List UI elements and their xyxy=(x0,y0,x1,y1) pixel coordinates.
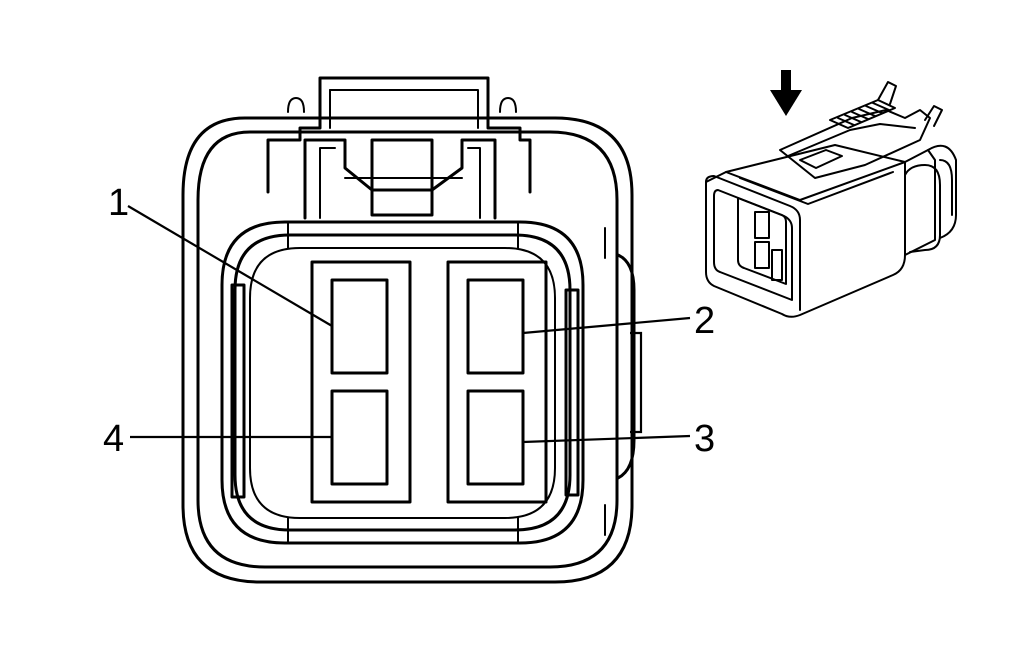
iso-terminal-lower xyxy=(754,241,770,269)
iso-rear-seal xyxy=(927,144,957,239)
iso-front-cavity xyxy=(737,197,787,285)
housing-inner-rim xyxy=(196,130,619,569)
seal-outer xyxy=(220,220,585,545)
terminal-cavity-4 xyxy=(330,389,389,486)
callouts: 1 4 2 3 xyxy=(103,182,715,460)
cavity-block-left xyxy=(310,260,412,504)
arrow-down-icon xyxy=(770,70,802,116)
iso-terminal-upper xyxy=(754,211,770,239)
left-rail xyxy=(230,283,246,499)
outer-housing xyxy=(181,116,634,584)
leader-line-3 xyxy=(522,434,691,444)
iso-lock-grip xyxy=(829,99,896,129)
terminal-cavity-1 xyxy=(330,278,389,375)
latch-tab xyxy=(370,138,434,192)
connector-face-view xyxy=(181,76,636,584)
leader-line-2 xyxy=(522,316,691,335)
latch-channel-inner-right xyxy=(467,147,481,219)
iso-rear-body xyxy=(904,149,936,256)
insert-outline xyxy=(249,247,556,519)
connector-isometric-view xyxy=(705,70,957,318)
lock-ear-left xyxy=(287,97,305,113)
iso-lock-ear-left xyxy=(877,81,897,105)
callout-4: 4 xyxy=(103,418,124,460)
iso-lock-ear-right xyxy=(924,105,943,127)
iso-body xyxy=(705,144,906,318)
latch-channel-inner xyxy=(319,147,336,219)
pin-group-bracket xyxy=(630,331,643,434)
iso-lock-window xyxy=(799,149,843,169)
iso-terminal-right xyxy=(771,249,783,281)
leader-line-1 xyxy=(127,205,333,327)
housing-right-tab xyxy=(616,253,636,480)
iso-rear-collar xyxy=(904,164,941,253)
iso-top-ridge-2 xyxy=(739,171,894,205)
callout-2: 2 xyxy=(694,300,715,342)
lock-ear-right xyxy=(499,97,517,113)
iso-lock-lever-inner xyxy=(787,123,916,157)
terminal-cavity-3 xyxy=(466,389,525,486)
iso-front-face-inner xyxy=(713,189,793,301)
iso-rear-seal-ring xyxy=(939,159,953,216)
latch-channel xyxy=(303,138,497,220)
iso-lock-grip-ridges xyxy=(837,102,890,126)
callout-1: 1 xyxy=(108,182,129,224)
right-rail xyxy=(564,288,580,497)
top-lock-frame xyxy=(266,76,532,194)
cavity-block-right xyxy=(446,260,548,504)
top-lock-inner xyxy=(329,89,479,129)
callout-3: 3 xyxy=(694,418,715,460)
terminal-cavity-2 xyxy=(466,278,525,375)
iso-front-face xyxy=(705,175,801,311)
